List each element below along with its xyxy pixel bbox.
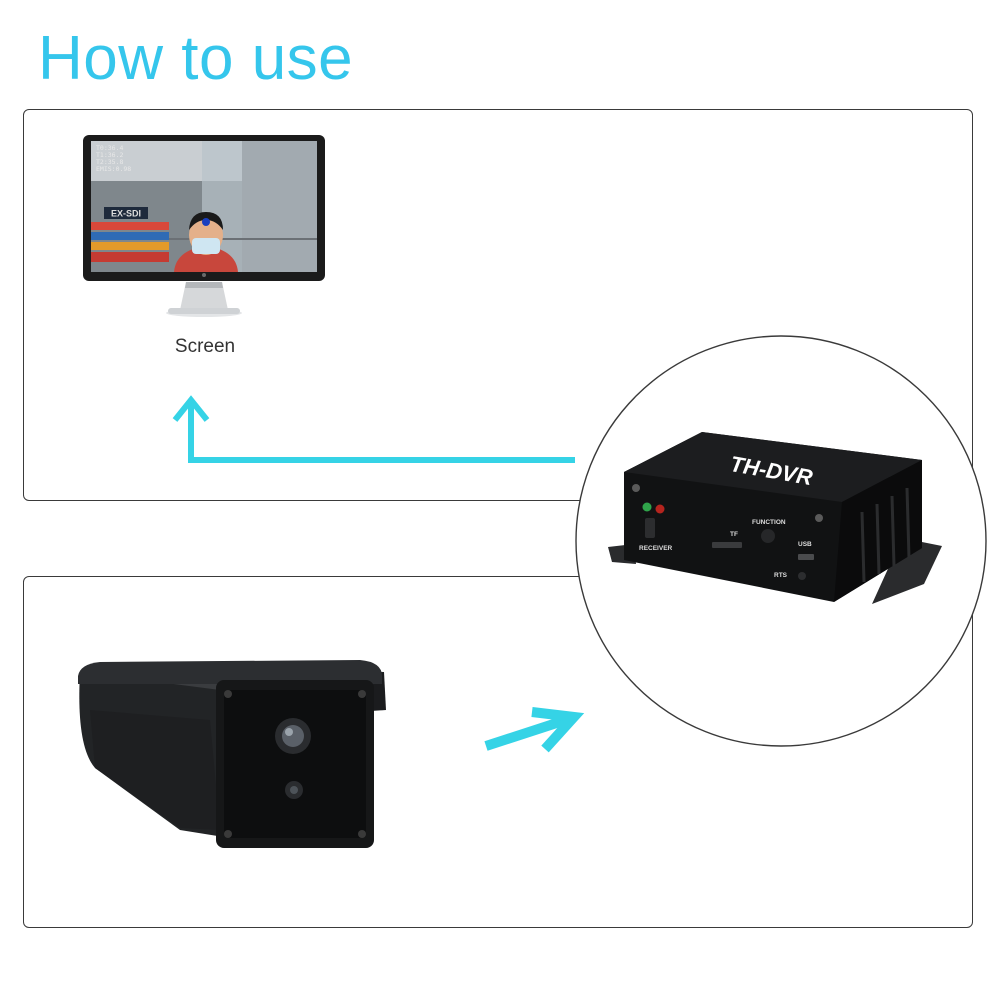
dvr-device: TH-DVR RECEIVER TF FUNCTION USB RTS	[608, 432, 942, 604]
usb-label: USB	[798, 541, 812, 548]
camera-feed: EX-SDI T0:36.4 T1:36.2 T2:35.8 EMIS:0.98	[91, 141, 317, 272]
function-label: FUNCTION	[752, 519, 786, 526]
camera-image	[78, 660, 386, 848]
osd-line: T0:36.4	[96, 144, 123, 152]
receiver-label: RECEIVER	[639, 545, 673, 552]
rts-label: RTS	[774, 572, 788, 579]
osd-line: T2:35.8	[96, 158, 123, 166]
osd-line: EMIS:0.98	[96, 165, 131, 173]
page-title: How to use	[38, 24, 354, 93]
tf-label: TF	[730, 531, 738, 538]
screen-label: Screen	[174, 336, 236, 357]
wall-sign: EX-SDI	[111, 209, 141, 219]
osd-line: T1:36.2	[96, 151, 123, 159]
monitor-image: EX-SDI T0:36.4 T1:36.2 T2:35.8 EMIS:0.98	[83, 135, 325, 317]
dvr-zoom-view: TH-DVR RECEIVER TF FUNCTION USB RTS	[575, 335, 987, 747]
